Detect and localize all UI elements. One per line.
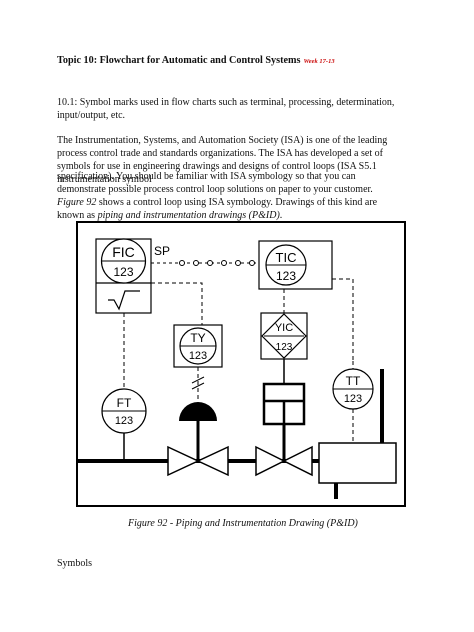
week-label: Week 17-13 [303, 58, 335, 65]
square-root-function-icon [108, 290, 140, 311]
topic-title: Topic 10: Flowchart for Automatic and Co… [57, 55, 301, 66]
paragraph-isa-figure: specification). You should be familiar w… [57, 170, 402, 222]
process-vessel [318, 442, 397, 484]
control-valve-2-right [282, 445, 313, 477]
signal-lines [123, 278, 354, 389]
paragraph-symbol-marks: 10.1: Symbol marks used in flow charts s… [57, 97, 395, 121]
fic-tag: FIC [112, 244, 135, 260]
p3-text-b: shows a control loop using ISA symbology… [57, 197, 378, 221]
p3-text-end: . [279, 210, 283, 221]
ty-signal [191, 367, 205, 407]
figure-frame [76, 221, 406, 507]
tic-number: 123 [276, 269, 296, 283]
ft-number: 123 [115, 415, 133, 427]
paragraph-isa-intro: The Instrumentation, Systems, and Automa… [57, 135, 388, 185]
yic-tag: YIC [275, 322, 293, 334]
pid-term: piping and instrumentation drawings (P&I… [97, 210, 280, 221]
ty-number: 123 [189, 350, 207, 362]
symbols-heading: Symbols [57, 558, 93, 569]
ft-tag: FT [117, 396, 132, 410]
ty-tag: TY [190, 331, 205, 345]
diaphragm-actuator [179, 402, 217, 421]
control-valve-1-right [196, 445, 229, 477]
fic-number: 123 [113, 265, 133, 279]
tic-tag: TIC [276, 250, 297, 265]
control-valve-2-left [255, 445, 286, 477]
p3-text-a: specification). You should be familiar w… [57, 171, 373, 195]
tt-tag: TT [346, 374, 361, 388]
figure-reference: Figure 92 [57, 197, 97, 208]
yic-number: 123 [276, 342, 293, 353]
sp-link-markers [179, 260, 255, 266]
figure-caption: Figure 92 - Piping and Instrumentation D… [128, 518, 358, 529]
sp-label: SP [154, 244, 170, 258]
pid-diagram: FIC 123 SP TIC 123 TY 123 YIC 123 TT 123… [76, 221, 406, 507]
tt-number: 123 [344, 393, 362, 405]
control-valve-1-left [167, 445, 200, 477]
topic-heading: Topic 10: Flowchart for Automatic and Co… [57, 55, 335, 66]
